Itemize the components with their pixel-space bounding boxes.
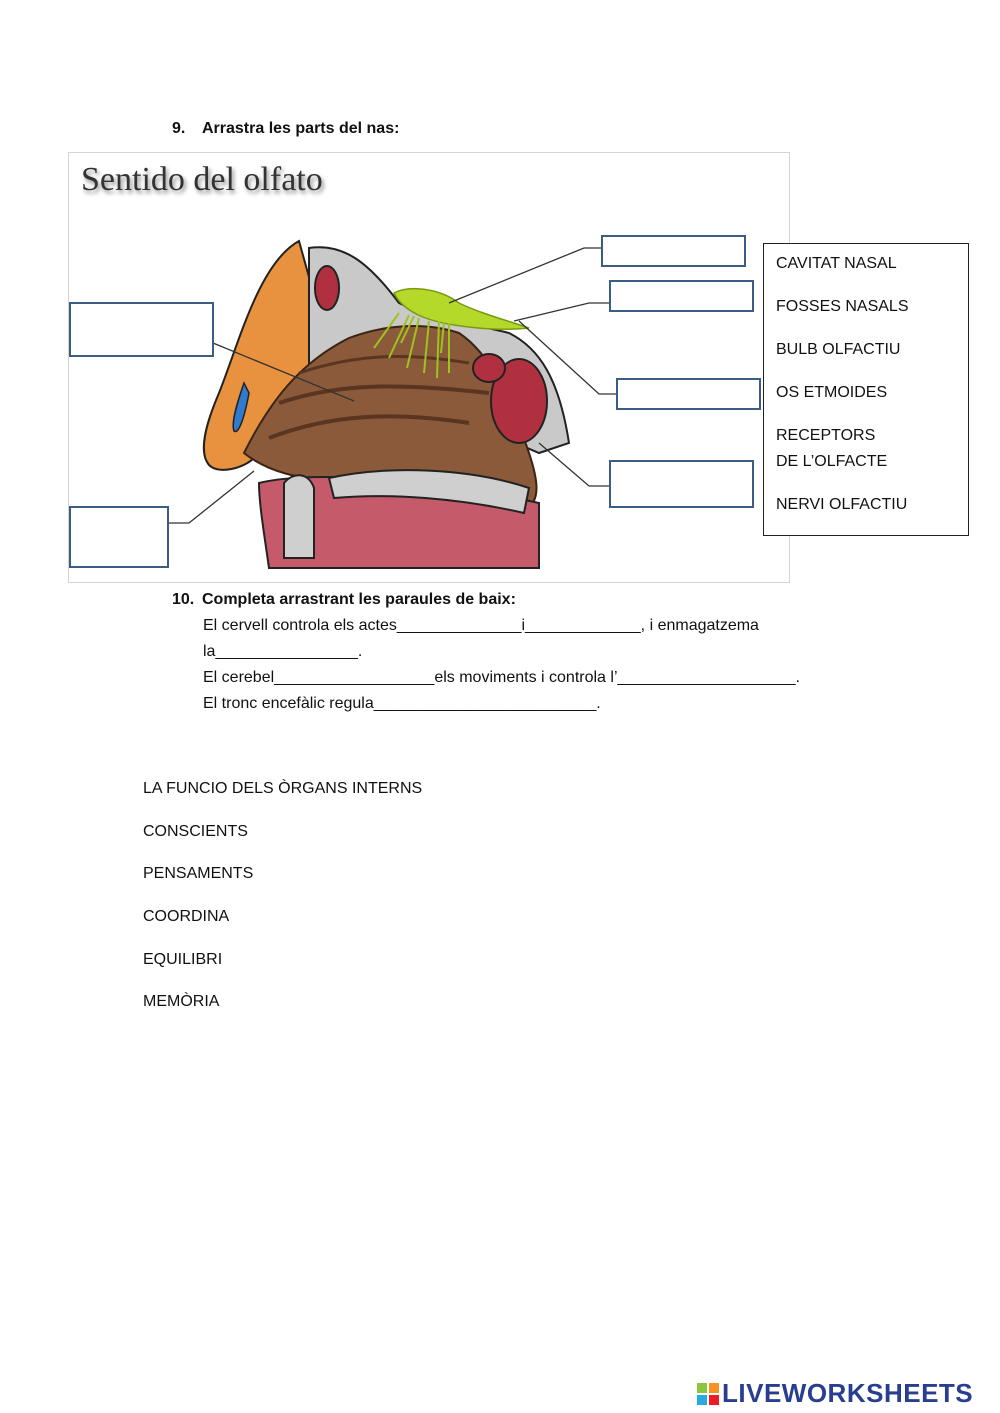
word-bank-item[interactable]: RECEPTORS DE L’OLFACTE <box>776 427 888 470</box>
word-bank-item[interactable]: NERVI OLFACTIU <box>776 496 908 513</box>
question-9-title: 9. Arrastra les parts del nas: <box>172 120 399 138</box>
nose-diagram: Sentido del olfato <box>68 152 790 583</box>
logo-tiles-icon <box>697 1382 719 1405</box>
figure-title: Sentido del olfato <box>81 161 323 198</box>
drag-word[interactable]: CONSCIENTS <box>143 823 248 840</box>
word-bank-item[interactable]: BULB OLFACTIU <box>776 341 901 358</box>
word-bank-item[interactable]: FOSSES NASALS <box>776 298 909 315</box>
word-bank-item[interactable]: OS ETMOIDES <box>776 384 888 401</box>
drop-box-right-3[interactable] <box>616 378 761 410</box>
fill-sentence-3[interactable]: El cerebel__________________els moviment… <box>203 669 800 686</box>
brand-name: LIVEWORKSHEETS <box>722 1378 974 1408</box>
drop-box-top-right-1[interactable] <box>601 235 746 267</box>
drag-word[interactable]: EQUILIBRI <box>143 951 223 968</box>
drag-word[interactable]: LA FUNCIO DELS ÒRGANS INTERNS <box>143 780 423 797</box>
word-bank: CAVITAT NASAL FOSSES NASALS BULB OLFACTI… <box>763 243 969 536</box>
drag-word[interactable]: COORDINA <box>143 908 230 925</box>
drop-box-top-right-2[interactable] <box>609 280 754 312</box>
fill-sentence-2[interactable]: la________________. <box>203 643 363 660</box>
question-10-number: 10. <box>172 591 195 608</box>
question-10-text: Completa arrastrant les paraules de baix… <box>202 591 516 608</box>
drop-box-right-4[interactable] <box>609 460 754 508</box>
liveworksheets-logo: LIVEWORKSHEETS <box>697 1378 973 1409</box>
drop-box-left-2[interactable] <box>69 506 169 568</box>
question-10-title: 10. Completa arrastrant les paraules de b… <box>172 591 516 609</box>
nose-illustration <box>167 239 617 569</box>
fill-sentence-1[interactable]: El cervell controla els actes___________… <box>203 617 759 634</box>
fill-sentence-4[interactable]: El tronc encefàlic regula_______________… <box>203 695 601 712</box>
drag-word[interactable]: MEMÒRIA <box>143 993 220 1010</box>
word-bank-item[interactable]: CAVITAT NASAL <box>776 255 897 272</box>
question-9-text: Arrastra les parts del nas: <box>202 120 400 137</box>
drop-box-left-1[interactable] <box>69 302 214 357</box>
question-9-number: 9. <box>172 120 186 137</box>
drag-word[interactable]: PENSAMENTS <box>143 865 254 882</box>
